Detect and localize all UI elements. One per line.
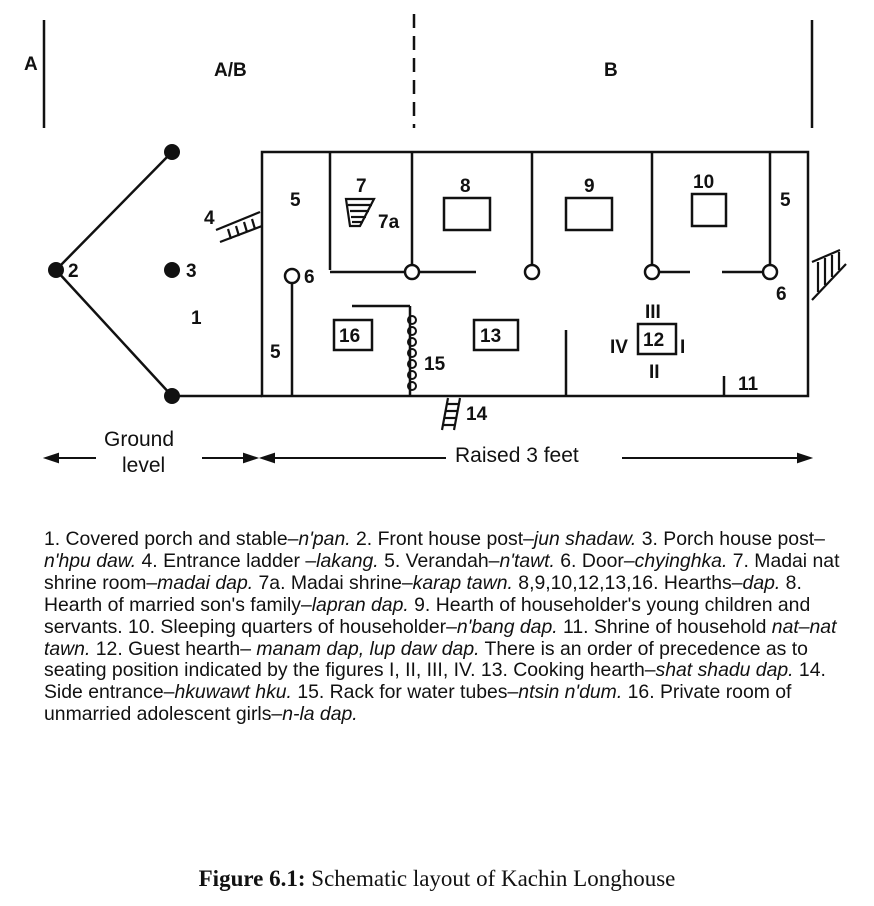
label-14: 14 <box>466 404 488 425</box>
label-9: 9 <box>584 176 595 197</box>
legend-term-italic: madai dap. <box>157 571 254 594</box>
door-8 <box>523 263 541 281</box>
legend-text: 1. Covered porch and stable–n'pan. 2. Fr… <box>44 528 844 726</box>
legend-term-italic: lapran dap. <box>311 593 409 616</box>
longhouse-diagram: A A/B B <box>24 14 847 477</box>
label-4: 4 <box>204 208 215 229</box>
label-13: 13 <box>480 326 501 347</box>
legend-text-run: 7a. Madai shrine– <box>253 571 413 594</box>
label-1: 1 <box>191 308 202 329</box>
hearth-9 <box>564 196 614 232</box>
legend-text-run: 8,9,10,12,13,16. Hearths– <box>512 571 743 594</box>
hearth-8 <box>442 196 492 232</box>
door-right <box>761 263 779 281</box>
front-post-bottom <box>164 388 180 404</box>
legend-text-run: There is an order of precedence as to se… <box>44 637 808 682</box>
door-10 <box>643 263 661 281</box>
seat-i: I <box>680 337 685 358</box>
legend-text-run: 14. Side entrance– <box>44 659 826 704</box>
legend-text-run: 11. Shrine of household <box>557 615 772 638</box>
legend-text-run: 3. Porch house post– <box>636 528 825 550</box>
legend-text-run: 16. Private room of unmarried adolescent… <box>44 681 792 726</box>
legend-term-italic: n'pan. <box>298 528 351 550</box>
entrance-ladder-icon <box>215 210 263 244</box>
legend-text-run: 5. Verandah– <box>378 549 500 572</box>
legend-term-italic: n-la dap. <box>282 703 358 726</box>
legend-term-italic: nat–nat tawn. <box>44 615 837 660</box>
legend-term-italic: manam dap, lup daw dap. <box>256 637 480 660</box>
label-5-top-left: 5 <box>290 190 301 211</box>
madai-shrine-icon <box>344 197 376 228</box>
legend-term-italic: dap. <box>742 571 781 594</box>
front-post-top <box>164 144 180 160</box>
section-a: A <box>24 54 38 75</box>
legend-text-run: 7. Madai nat shrine room– <box>44 549 840 594</box>
house-outline <box>260 150 810 398</box>
section-b: B <box>604 60 618 81</box>
legend-term-italic: n'hpu daw. <box>44 549 137 572</box>
label-15: 15 <box>424 354 446 375</box>
ground-level-line1: Ground <box>104 428 174 451</box>
label-5-bottom-left: 5 <box>270 342 281 363</box>
label-2: 2 <box>68 261 79 282</box>
water-tube-rack-icon <box>407 315 417 391</box>
back-ladder-icon <box>811 248 847 301</box>
hearth-12 <box>636 322 678 356</box>
label-16: 16 <box>339 326 360 347</box>
door-7 <box>403 263 421 281</box>
legend-term-italic: ntsin n'dum. <box>518 681 623 704</box>
legend-term-italic: lakang. <box>316 549 379 572</box>
hearth-10 <box>690 192 728 228</box>
hearth-16 <box>332 318 374 352</box>
legend-text-run: 2. Front house post– <box>350 528 534 550</box>
legend-text-run: 9. Hearth of householder's young childre… <box>44 593 811 638</box>
section-ab: A/B <box>214 60 247 81</box>
caption-text: Schematic layout of Kachin Longhouse <box>305 866 676 891</box>
label-12: 12 <box>643 330 664 351</box>
legend-term-italic: chyinghka. <box>634 549 728 572</box>
legend-term-italic: shat shadu dap. <box>655 659 794 682</box>
ground-level-arrow <box>42 452 260 464</box>
label-7: 7 <box>356 176 367 197</box>
raised-arrow <box>258 452 814 464</box>
legend-term-italic: n'bang dap. <box>456 615 558 638</box>
seat-ii: II <box>649 362 660 383</box>
legend-text-run: 12. Guest hearth– <box>90 637 257 660</box>
label-6-right: 6 <box>776 284 787 305</box>
label-5-right: 5 <box>780 190 791 211</box>
legend-term-italic: jun shadaw. <box>533 528 637 550</box>
label-11: 11 <box>738 374 759 395</box>
label-7a: 7a <box>378 212 400 233</box>
legend-term-italic: n'tawt. <box>499 549 555 572</box>
legend-text-run: 4. Entrance ladder – <box>136 549 317 572</box>
label-8: 8 <box>460 176 471 197</box>
hearth-13 <box>472 318 520 352</box>
label-10: 10 <box>693 172 714 193</box>
legend-term-italic: hkuwawt hku. <box>174 681 292 704</box>
legend-text-run: 6. Door– <box>554 549 635 572</box>
label-6-left: 6 <box>304 267 315 288</box>
ground-level-line2: level <box>122 454 165 477</box>
legend-text-run: 15. Rack for water tubes– <box>291 681 519 704</box>
seat-iv: IV <box>610 337 628 358</box>
label-3: 3 <box>186 261 197 282</box>
legend-text-run: 8. Hearth of married son's family– <box>44 571 802 616</box>
porch-post <box>164 262 180 278</box>
figure-caption: Figure 6.1: Schematic layout of Kachin L… <box>0 866 874 892</box>
legend-term-italic: karap tawn. <box>412 571 513 594</box>
seat-iii: III <box>645 302 661 323</box>
front-post <box>48 262 64 278</box>
legend-text-run: 1. Covered porch and stable– <box>44 528 299 550</box>
caption-label: Figure 6.1: <box>198 866 306 891</box>
side-entrance-ladder-icon <box>440 397 462 431</box>
raised-label: Raised 3 feet <box>455 444 579 467</box>
door-left <box>283 267 301 285</box>
